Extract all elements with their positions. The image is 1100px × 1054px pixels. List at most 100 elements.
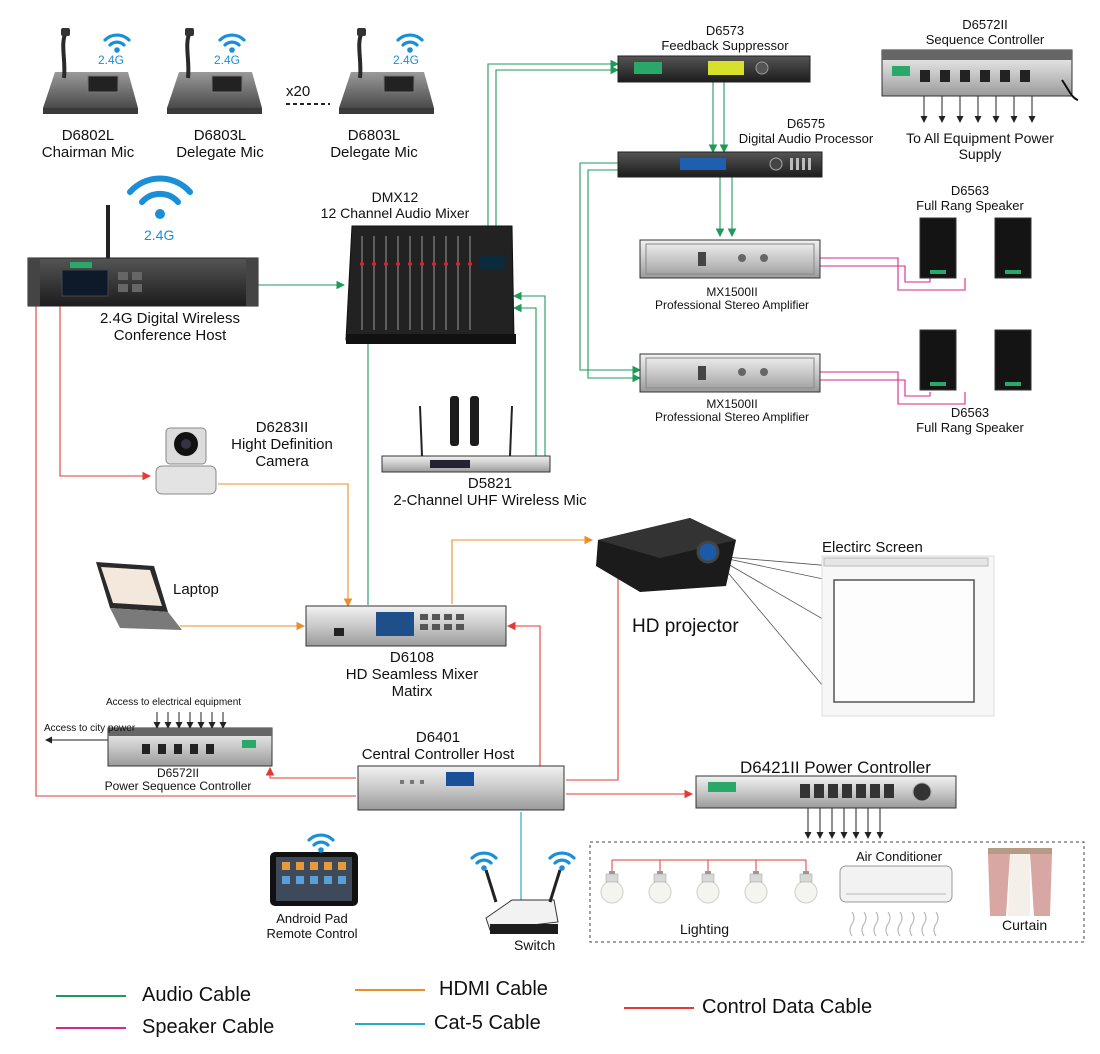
sequence-controller-icon bbox=[881, 49, 1079, 101]
line-label: Android Pad bbox=[276, 911, 348, 926]
router-icon bbox=[484, 869, 562, 934]
mic-count-label: x20 bbox=[286, 83, 311, 100]
speaker-icon bbox=[919, 329, 957, 391]
projector-label: HD projector bbox=[632, 616, 739, 637]
speaker-bottom-label: D6563 Full Rang Speaker bbox=[900, 405, 1040, 435]
name-label: Digital Audio Processor bbox=[738, 130, 874, 146]
central-controller-icon bbox=[357, 765, 565, 811]
line-label: 2.4G Digital Wireless bbox=[99, 310, 241, 327]
legend-speaker-label: Speaker Cable bbox=[142, 1016, 275, 1038]
central-controller-label: D6401 Central Controller Host bbox=[350, 729, 526, 764]
name-label: 2-Channel UHF Wireless Mic bbox=[393, 491, 587, 509]
wifi-icon bbox=[103, 33, 131, 55]
name-label: Power Sequence Controller bbox=[104, 779, 252, 794]
light-bulb-icon bbox=[648, 870, 672, 904]
amplifier-icon bbox=[639, 353, 821, 393]
audio-cables bbox=[258, 59, 737, 605]
band-label: 2.4G bbox=[393, 53, 420, 67]
line-label: Remote Control bbox=[266, 925, 358, 941]
curtain-icon bbox=[988, 848, 1052, 916]
line-label: HD Seamless Mixer bbox=[345, 665, 479, 683]
legend-hdmi-label: HDMI Cable bbox=[439, 978, 548, 1000]
name-label: Chairman Mic bbox=[41, 143, 135, 161]
power-sequence-label: D6572II Power Sequence Controller bbox=[100, 766, 256, 794]
band-label: 2.4G bbox=[144, 227, 175, 243]
model-label: D6283II bbox=[255, 419, 309, 436]
speaker-top-label: D6563 Full Rang Speaker bbox=[900, 183, 1040, 213]
amplifier-icon bbox=[639, 239, 821, 279]
power-arrows-controller bbox=[804, 808, 884, 839]
name-label: Full Rang Speaker bbox=[916, 197, 1024, 213]
camera-label: D6283II Hight Definition Camera bbox=[216, 419, 348, 470]
conference-host-label: 2.4G Digital Wireless Conference Host bbox=[70, 310, 270, 345]
name-label: Sequence Controller bbox=[925, 31, 1045, 47]
feedback-suppressor-label: D6573 Feedback Suppressor bbox=[640, 23, 810, 53]
model-label: MX1500II bbox=[706, 397, 758, 411]
access-city-label: Access to city power bbox=[44, 723, 136, 734]
chairman-mic-label: D6802L Chairman Mic bbox=[34, 127, 142, 162]
wifi-icon bbox=[548, 851, 576, 873]
delegate-mic-label: D6803L Delegate Mic bbox=[166, 127, 274, 162]
power-arrows-top bbox=[920, 96, 1036, 123]
band-label: 2.4G bbox=[214, 53, 241, 67]
model-label: MX1500II bbox=[706, 285, 758, 299]
line-label: Supply bbox=[958, 145, 1002, 162]
name-label: Delegate Mic bbox=[330, 143, 418, 161]
light-bulb-icon bbox=[794, 870, 818, 904]
name-label: Central Controller Host bbox=[361, 745, 515, 763]
projection-screen-icon bbox=[821, 555, 995, 717]
line-label: To All Equipment Power bbox=[906, 130, 1054, 146]
name-label: Full Rang Speaker bbox=[916, 419, 1024, 435]
light-bulb-icon bbox=[744, 870, 768, 904]
power-controller-icon bbox=[695, 775, 957, 809]
laptop-icon bbox=[96, 562, 182, 630]
load-devices-box bbox=[589, 841, 1085, 943]
chairman-mic-icon bbox=[41, 26, 140, 116]
audio-mixer-label: DMX12 12 Channel Audio Mixer bbox=[300, 189, 490, 221]
model-label: D6108 bbox=[389, 649, 435, 666]
seamless-mixer-label: D6108 HD Seamless Mixer Matirx bbox=[322, 649, 502, 700]
model-label: D6563 bbox=[950, 405, 990, 420]
line-label: Conference Host bbox=[113, 326, 227, 344]
speaker-icon bbox=[919, 217, 957, 279]
model-label: D6563 bbox=[950, 183, 990, 198]
wifi-icon bbox=[470, 851, 498, 873]
speaker-icon bbox=[994, 217, 1032, 279]
power-sequence-icon bbox=[107, 727, 273, 767]
sequence-controller-label: D6572II Sequence Controller bbox=[900, 17, 1070, 47]
line-label: Matirx bbox=[391, 682, 433, 700]
legend-audio-label: Audio Cable bbox=[142, 984, 251, 1006]
legend-control-label: Control Data Cable bbox=[702, 996, 873, 1018]
seamless-mixer-icon bbox=[305, 605, 507, 647]
model-label: D6572II bbox=[156, 766, 200, 780]
lighting-label: Lighting bbox=[680, 921, 730, 937]
amplifier-1-label: MX1500II Professional Stereo Amplifier bbox=[636, 285, 828, 313]
switch-label: Switch bbox=[514, 937, 556, 953]
power-supply-note: To All Equipment Power Supply bbox=[880, 130, 1080, 162]
delegate-mic-icon bbox=[165, 26, 264, 116]
air-conditioner-label: Air Conditioner bbox=[856, 849, 942, 864]
tablet-icon bbox=[270, 852, 358, 906]
laptop-label: Laptop bbox=[173, 581, 219, 598]
model-label: D5821 bbox=[467, 475, 513, 492]
amplifier-2-label: MX1500II Professional Stereo Amplifier bbox=[636, 397, 828, 425]
delegate-mic-label: D6803L Delegate Mic bbox=[320, 127, 428, 162]
wifi-icon bbox=[127, 175, 193, 219]
model-label: D6401 bbox=[415, 729, 461, 746]
air-conditioner-icon bbox=[839, 865, 953, 937]
conference-host-icon bbox=[27, 205, 259, 307]
speaker-cables bbox=[820, 257, 966, 405]
screen-label: Electirc Screen bbox=[822, 539, 923, 556]
camera-icon bbox=[155, 427, 217, 495]
model-label: D6803L bbox=[347, 127, 401, 144]
wifi-icon bbox=[307, 833, 335, 855]
model-label: D6575 bbox=[786, 116, 826, 131]
access-electrical-label: Access to electrical equipment bbox=[106, 697, 242, 708]
model-label: D6573 bbox=[705, 23, 745, 38]
model-label: D6802L bbox=[61, 127, 115, 144]
wireless-mic-icon bbox=[381, 396, 551, 473]
hdmi-cables bbox=[180, 483, 594, 631]
audio-processor-label: D6575 Digital Audio Processor bbox=[716, 116, 896, 146]
wifi-icon bbox=[396, 33, 424, 55]
